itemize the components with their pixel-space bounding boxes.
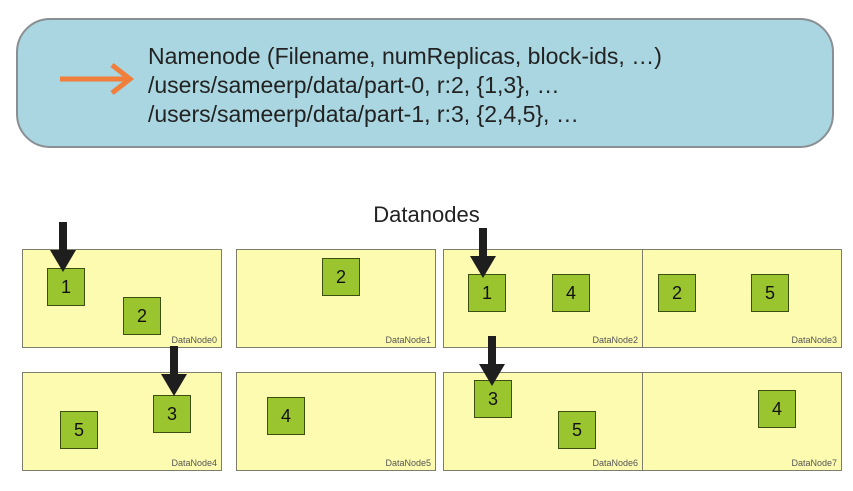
arrow-down-icon [470,228,496,278]
datanode-label: DataNode3 [791,335,837,345]
block-3: 3 [153,395,191,433]
datanode-label: DataNode5 [385,458,431,468]
arrow-down-icon [479,336,505,386]
block-2: 2 [322,258,360,296]
namenode-entry-part1: /users/sameerp/data/part-1, r:3, {2,4,5}… [148,101,579,127]
block-1: 1 [468,274,506,312]
arrow-down-icon [161,346,187,396]
block-1: 1 [47,268,85,306]
namenode-text: Namenode (Filename, numReplicas, block-i… [148,42,662,129]
datanode-4: 5 3 DataNode4 [22,372,222,471]
block-4: 4 [758,390,796,428]
datanode-3: 2 5 DataNode3 [642,249,842,348]
datanode-label: DataNode7 [791,458,837,468]
namenode-box: Namenode (Filename, numReplicas, block-i… [16,18,834,148]
datanode-label: DataNode1 [385,335,431,345]
datanode-label: DataNode4 [171,458,217,468]
namenode-entry-part0: /users/sameerp/data/part-0, r:2, {1,3}, … [148,72,560,98]
block-5: 5 [60,411,98,449]
datanode-label: DataNode6 [592,458,638,468]
namenode-header: Namenode (Filename, numReplicas, block-i… [148,43,662,69]
datanode-2: 1 4 DataNode2 [443,249,643,348]
block-4: 4 [267,397,305,435]
datanode-6: 3 5 DataNode6 [443,372,643,471]
block-2: 2 [658,274,696,312]
block-2: 2 [123,297,161,335]
arrow-down-icon [50,222,76,272]
datanode-label: DataNode0 [171,335,217,345]
datanodes-title: Datanodes [373,202,480,227]
datanode-7: 4 DataNode7 [642,372,842,471]
datanode-0: 1 2 DataNode0 [22,249,222,348]
block-5: 5 [751,274,789,312]
datanode-5: 4 DataNode5 [236,372,436,471]
block-4: 4 [552,274,590,312]
arrow-right-icon [60,63,135,95]
block-5: 5 [558,411,596,449]
block-3: 3 [474,380,512,418]
datanode-label: DataNode2 [592,335,638,345]
datanode-1: 2 DataNode1 [236,249,436,348]
